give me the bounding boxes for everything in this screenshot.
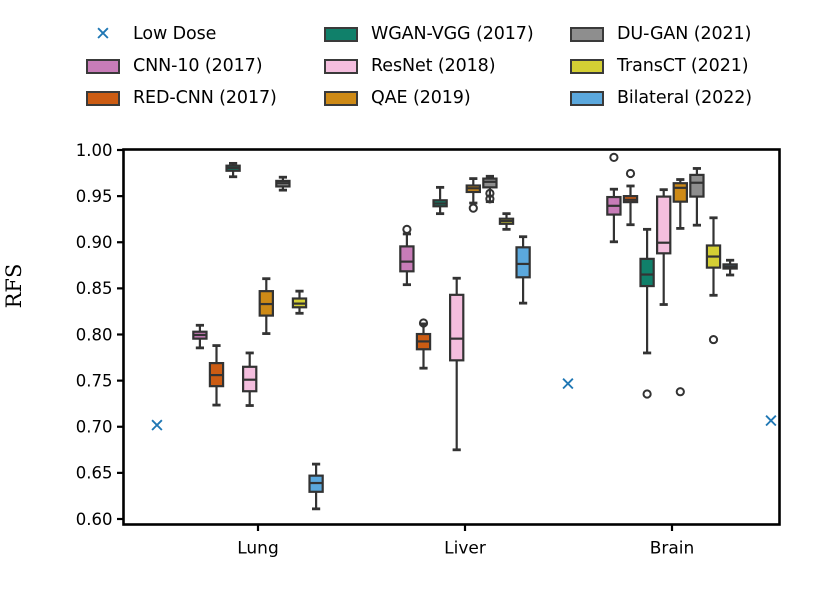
box-cnn-10-2017-liver [399, 224, 415, 287]
outlier-point [485, 188, 495, 198]
legend-item-red-cnn-2017[interactable]: RED-CNN (2017) [86, 88, 324, 108]
box-transct-2021-lung [291, 289, 308, 315]
legend-label: Bilateral (2022) [617, 88, 753, 108]
y-tick-label: 0.60 [76, 510, 113, 529]
outlier-point [468, 203, 478, 213]
chart-legend: ✕ Low Dose WGAN-VGG (2017) DU-GAN (2021) CNN… [86, 18, 826, 114]
legend-item-wgan-vgg-2017[interactable]: WGAN-VGG (2017) [324, 24, 570, 44]
axes-frame [122, 148, 781, 526]
legend-grid: ✕ Low Dose WGAN-VGG (2017) DU-GAN (2021) CNN… [86, 18, 826, 114]
box-rect [689, 173, 705, 198]
box-wgan-vgg-2017-liver [432, 185, 448, 216]
box-resnet-2018-lung [242, 351, 258, 407]
box-qae-2019-lung [258, 277, 275, 335]
outlier-point [675, 387, 685, 397]
legend-swatch-icon [324, 58, 358, 74]
box-red-cnn-2017-lung [208, 344, 225, 407]
y-tick-label: 0.85 [76, 279, 113, 298]
box-cnn-10-2017-brain [606, 152, 622, 244]
box-qae-2019-brain [672, 178, 689, 397]
box-bilateral-2022-liver [515, 235, 531, 305]
box-cnn-10-2017-lung [192, 323, 208, 350]
legend-label: ResNet (2018) [371, 56, 496, 76]
legend-swatch-icon [86, 90, 120, 106]
box-wgan-vgg-2017-brain [639, 227, 655, 399]
x-tick-label-liver: Liver [444, 539, 486, 559]
box-bilateral-2022-brain [722, 258, 738, 277]
box-rect [672, 182, 689, 203]
box-rect [449, 293, 465, 362]
box-du-gan-2021-lung [275, 175, 291, 192]
legend-label: Low Dose [133, 24, 217, 44]
outlier-point [642, 389, 652, 399]
legend-label: CNN-10 (2017) [133, 56, 263, 76]
box-red-cnn-2017-liver [415, 318, 432, 370]
x-tick-label-brain: Brain [650, 539, 695, 559]
box-rect [399, 245, 415, 273]
legend-swatch-icon [570, 90, 604, 106]
legend-label: TransCT (2021) [617, 56, 749, 76]
legend-swatch-icon [324, 26, 358, 42]
legend-label: QAE (2019) [371, 88, 471, 108]
box-wgan-vgg-2017-lung [225, 161, 241, 179]
y-tick-label: 0.90 [76, 233, 113, 252]
box-transct-2021-liver [498, 212, 515, 231]
y-tick-label: 1.00 [76, 141, 113, 160]
legend-item-qae-2019[interactable]: QAE (2019) [324, 88, 570, 108]
low-dose-marker-lung: ✕ [149, 415, 165, 437]
box-rect [515, 246, 531, 279]
outlier-point [485, 194, 495, 204]
legend-swatch-icon [86, 58, 120, 74]
y-tick-label: 0.65 [76, 464, 113, 483]
y-tick-label: 0.75 [76, 371, 113, 390]
low-dose-marker-brain: ✕ [763, 410, 779, 432]
box-rect [639, 257, 655, 288]
low-dose-marker-liver: ✕ [560, 373, 576, 395]
box-du-gan-2021-brain [689, 167, 705, 227]
outlier-point [609, 152, 619, 162]
box-red-cnn-2017-brain [622, 168, 639, 227]
outlier-point [402, 224, 412, 234]
outlier-point [418, 318, 429, 328]
legend-item-low-dose[interactable]: ✕ Low Dose [86, 24, 324, 44]
box-rect [655, 195, 672, 255]
box-transct-2021-brain [705, 216, 722, 345]
box-bilateral-2022-lung [308, 462, 324, 511]
y-tick-label: 0.80 [76, 325, 113, 344]
legend-item-resnet-2018[interactable]: ResNet (2018) [324, 56, 570, 76]
outlier-point [625, 168, 636, 179]
y-tick-label: 0.95 [76, 187, 113, 206]
legend-swatch-icon [570, 58, 604, 74]
y-tick-label: 0.70 [76, 418, 113, 437]
legend-swatch-icon [324, 90, 358, 106]
outlier-point [708, 334, 719, 345]
box-resnet-2018-liver [449, 276, 465, 452]
box-resnet-2018-brain [655, 188, 672, 306]
x-tick-label-lung: Lung [237, 539, 279, 559]
legend-item-transct-2021[interactable]: TransCT (2021) [570, 56, 826, 76]
legend-item-cnn-10-2017[interactable]: CNN-10 (2017) [86, 56, 324, 76]
legend-swatch-icon [570, 26, 604, 42]
legend-x-marker-icon: ✕ [95, 22, 111, 45]
box-du-gan-2021-liver [482, 174, 498, 204]
legend-label: RED-CNN (2017) [133, 88, 277, 108]
box-rect [482, 177, 498, 189]
legend-item-du-gan-2021[interactable]: DU-GAN (2021) [570, 24, 826, 44]
legend-label: DU-GAN (2021) [617, 24, 752, 44]
legend-label: WGAN-VGG (2017) [371, 24, 534, 44]
legend-item-bilateral-2022[interactable]: Bilateral (2022) [570, 88, 826, 108]
box-qae-2019-liver [465, 177, 482, 213]
